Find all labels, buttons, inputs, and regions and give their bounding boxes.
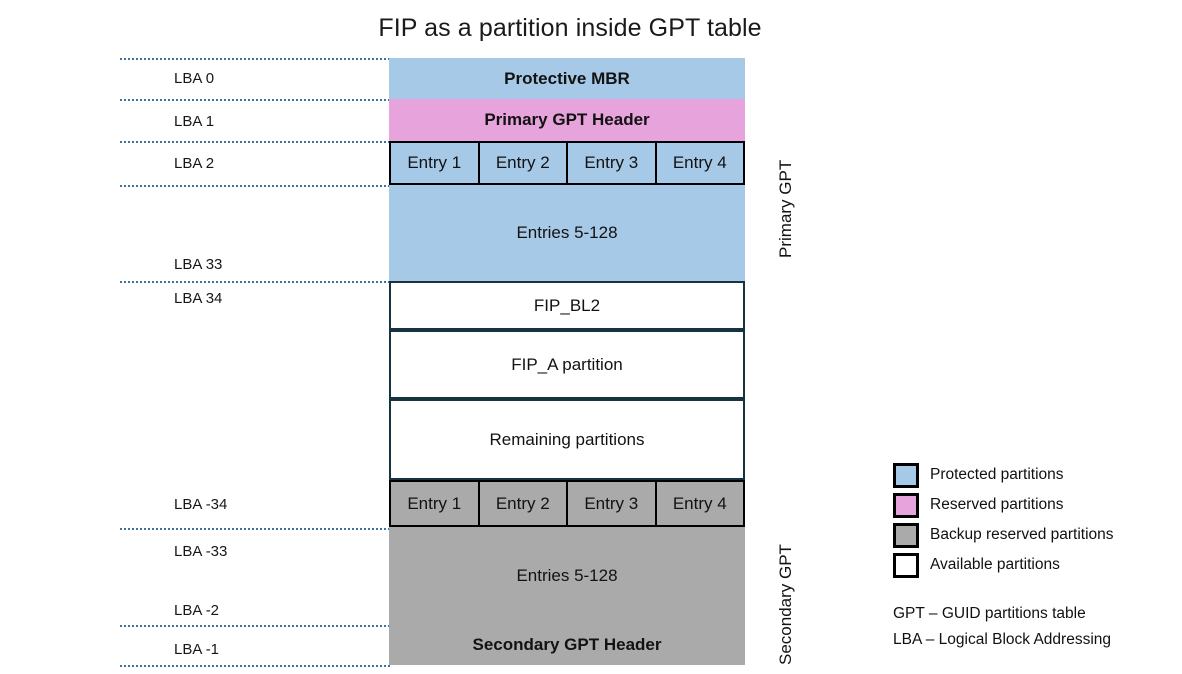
entry-cell: Entry 3: [568, 143, 657, 183]
legend-item: Backup reserved partitions: [893, 520, 1114, 550]
entry-cell: Entry 4: [672, 153, 727, 172]
leader-line: [120, 185, 390, 187]
legend-item: Available partitions: [893, 550, 1114, 580]
primary-gpt-header: Primary GPT Header: [389, 99, 745, 141]
legend-label: Backup reserved partitions: [930, 526, 1114, 543]
leader-line: [120, 625, 390, 627]
lba-label: LBA -2: [174, 602, 220, 619]
leader-line: [120, 281, 390, 283]
lba-label: LBA -34: [174, 496, 228, 513]
leader-line: [120, 665, 390, 667]
lba-label: LBA 34: [174, 290, 223, 307]
lba-label: LBA -33: [174, 543, 228, 560]
lba-label: LBA -1: [174, 641, 220, 658]
abbreviation-line: GPT – GUID partitions table: [893, 605, 1086, 622]
secondary-entries-5-128: Entries 5-128: [389, 527, 745, 624]
legend-item: Protected partitions: [893, 460, 1114, 490]
legend-label: Protected partitions: [930, 466, 1064, 483]
primary-entries-5-128: Entries 5-128: [389, 185, 745, 281]
leader-line: [120, 528, 390, 530]
legend-swatch-icon: [893, 522, 919, 548]
entry-cell: Entry 2: [480, 143, 568, 183]
lba-label: LBA 0: [174, 70, 215, 87]
lba-label: LBA 33: [174, 256, 223, 273]
legend-item: Reserved partitions: [893, 490, 1114, 520]
leader-line: [120, 58, 390, 60]
page-title: FIP as a partition inside GPT table: [378, 14, 762, 42]
legend-label: Available partitions: [930, 556, 1060, 573]
protective-mbr: Protective MBR: [389, 58, 745, 99]
lba-label: LBA 2: [174, 155, 215, 172]
lba-label: LBA 1: [174, 113, 215, 130]
secondary-gpt-header: Secondary GPT Header: [389, 624, 745, 665]
entry-cell: Entry 3: [568, 482, 657, 525]
legend-label: Reserved partitions: [930, 496, 1064, 513]
secondary-gpt-side-label: Secondary GPT: [776, 544, 795, 665]
entry-cell: Entry 1: [391, 143, 480, 183]
legend-swatch-icon: [893, 552, 919, 578]
leader-line: [120, 141, 390, 143]
entry-cell: Entry 4: [672, 493, 727, 513]
entry-cell: Entry 2: [480, 482, 568, 525]
leader-line: [120, 99, 390, 101]
remaining-partitions: Remaining partitions: [389, 399, 745, 480]
entry-cell: Entry 1: [391, 482, 480, 525]
primary-gpt-side-label: Primary GPT: [776, 159, 795, 258]
legend-swatch-icon: [893, 492, 919, 518]
abbreviation-line: LBA – Logical Block Addressing: [893, 631, 1111, 648]
legend-swatch-icon: [893, 462, 919, 488]
fip-a-partition: FIP_A partition: [389, 330, 745, 399]
fip-bl2: FIP_BL2: [389, 281, 745, 330]
